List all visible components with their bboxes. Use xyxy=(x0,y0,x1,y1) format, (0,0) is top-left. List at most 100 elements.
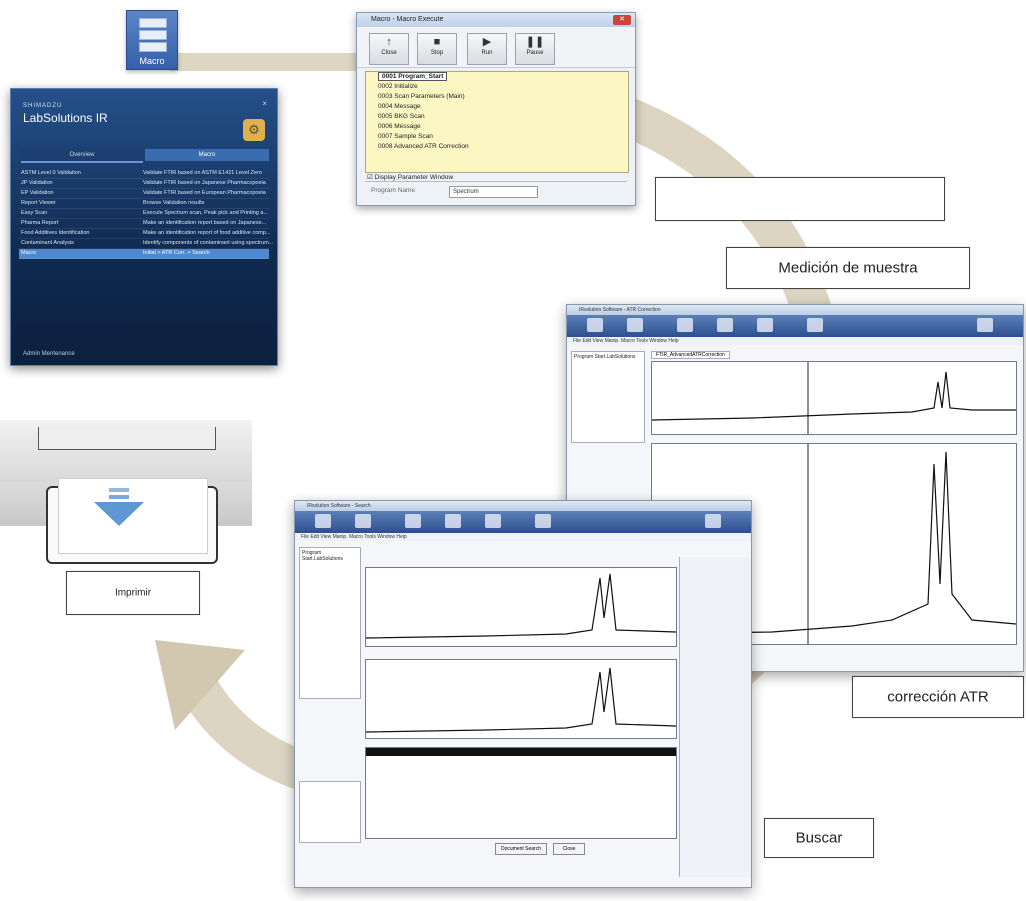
buscar-text: Buscar xyxy=(795,829,843,847)
row-name: ASTM Level 0 Validation xyxy=(21,170,81,176)
table-row[interactable]: Report Viewer Browse Validation results xyxy=(19,199,269,209)
tab-overview[interactable]: Overview xyxy=(21,149,143,163)
program-tree[interactable]: Program Start.LabSolutions xyxy=(571,351,645,443)
spectrum-plot-upper xyxy=(651,361,1017,435)
blank-label-box xyxy=(655,177,945,221)
label-buscar: Buscar xyxy=(764,818,874,858)
row-name: Report Viewer xyxy=(21,200,56,206)
close-button-label: Close xyxy=(381,50,397,56)
spectrum-trace xyxy=(651,444,1017,644)
row-desc: Initial > ATR Corr. > Search xyxy=(143,250,210,256)
close-icon[interactable]: × xyxy=(262,99,267,108)
ribbon-toolbar xyxy=(567,315,1023,337)
table-row[interactable]: Easy Scan Execute Spectrum scan, Peak pic… xyxy=(19,209,269,219)
search-plot-lower xyxy=(365,659,677,739)
run-button-label: Run xyxy=(481,50,493,56)
stop-button-label: Stop xyxy=(430,50,444,56)
search-results-table[interactable] xyxy=(365,747,677,839)
table-row[interactable]: EP Validation Validate FTIR based on Euro… xyxy=(19,189,269,199)
admin-maintenance-link[interactable]: Admin Mentenance xyxy=(23,351,75,357)
window-title: IRsolution Software - Search xyxy=(295,501,751,511)
row-name: Pharma Report xyxy=(21,220,59,226)
label-atr: corrección ATR xyxy=(852,676,1024,718)
table-row[interactable]: ASTM Level 0 Validation Validate FTIR bas… xyxy=(19,169,269,179)
atr-correction-window: IRsolution Software - ATR Correction Fil… xyxy=(566,304,1024,672)
tree-root: Program Start.LabSolutions xyxy=(302,550,343,562)
pause-icon: ❚❚ xyxy=(525,36,545,48)
list-item[interactable]: 0004 Message xyxy=(378,103,421,110)
settings-icon[interactable]: ⚙ xyxy=(243,119,265,141)
search-window: IRsolution Software - Search File Edit V… xyxy=(294,500,752,888)
list-item[interactable]: 0002 Initialize xyxy=(378,83,418,90)
stop-icon: ■ xyxy=(433,36,441,48)
row-desc: Validate FTIR based on ASTM E1421 Level … xyxy=(143,170,262,176)
row-desc: Identify components of contaminant using… xyxy=(143,240,274,246)
ribbon-toolbar xyxy=(295,511,751,533)
table-row[interactable]: Food Additives Identification Make an ide… xyxy=(19,229,271,239)
search-settings-sidebar[interactable] xyxy=(679,557,751,877)
macro-icon-label: Macro xyxy=(139,56,165,66)
window-title: IRsolution Software - ATR Correction xyxy=(567,305,1023,315)
table-row[interactable]: Pharma Report Make an identification repo… xyxy=(19,219,269,229)
print-arrow-icon xyxy=(94,488,144,526)
row-desc: Make an identification report of food ad… xyxy=(143,230,271,236)
parameter-area: Program Name Spectrum xyxy=(365,181,627,202)
close-button[interactable]: ↑ Close xyxy=(369,33,409,65)
table-row-selected[interactable] xyxy=(366,748,676,756)
table-row[interactable]: Contaminant Analysis Identify components … xyxy=(19,239,273,249)
document-search-button[interactable]: Document Search xyxy=(495,843,547,855)
menu-bar[interactable]: File Edit View Manip. Macro Tools Window… xyxy=(567,337,1023,345)
list-item[interactable]: 0001 Program_Start xyxy=(366,72,628,82)
row-desc: Browse Validation results xyxy=(143,200,205,206)
dialog-title-text: Macro - Macro Execute xyxy=(371,16,444,23)
spectrum-trace xyxy=(651,362,1016,434)
close-button[interactable]: Close xyxy=(553,843,585,855)
spectrum-trace xyxy=(365,667,677,733)
tab-macro[interactable]: Macro xyxy=(145,149,269,161)
dialog-title: Macro - Macro Execute ✕ xyxy=(357,13,635,27)
dialog-toolbar: ↑ Close ■ Stop ▶ Run ❚❚ Pause xyxy=(357,27,635,68)
tab-atr-correction[interactable]: FTIR_AdvancedATRCorrection xyxy=(651,351,730,359)
row-name: EP Validation xyxy=(21,190,54,196)
menu-bar[interactable]: File Edit View Manip. Macro Tools Window… xyxy=(295,533,751,541)
pause-button-label: Pause xyxy=(526,50,544,56)
list-item[interactable]: 0003 Scan Parameters (Main) xyxy=(378,93,465,100)
list-item[interactable]: 0005 BKG Scan xyxy=(378,113,425,120)
row-name: Easy Scan xyxy=(21,210,48,216)
printed-paper xyxy=(58,478,208,554)
labsolutions-panel: SHIMADZU LabSolutions IR × ⚙ Overview Ma… xyxy=(10,88,278,366)
row-desc: Make an identification report based on J… xyxy=(143,220,267,226)
medicion-text: Medición de muestra xyxy=(778,259,918,277)
program-name-label: Program Name xyxy=(371,187,416,194)
macro-execute-dialog: Macro - Macro Execute ✕ ↑ Close ■ Stop ▶… xyxy=(356,12,636,206)
macro-step-list[interactable]: 0001 Program_Start 0002 Initialize 0003 … xyxy=(365,71,629,173)
step-label: 0001 Program_Start xyxy=(378,72,448,81)
run-button[interactable]: ▶ Run xyxy=(467,33,507,65)
search-plot-upper xyxy=(365,567,677,647)
list-item[interactable]: 0007 Sample Scan xyxy=(378,133,433,140)
close-icon[interactable]: ✕ xyxy=(613,15,631,25)
stop-button[interactable]: ■ Stop xyxy=(417,33,457,65)
row-desc: Execute Spectrum scan, Peak pick and Pri… xyxy=(143,210,269,216)
display-parameter-checkbox[interactable]: ☑ Display Parameter Window xyxy=(367,174,454,181)
list-item[interactable]: 0008 Advanced ATR Correction xyxy=(378,143,469,150)
program-tree[interactable]: Program Start.LabSolutions xyxy=(299,547,361,699)
list-item[interactable]: 0006 Message xyxy=(378,123,421,130)
row-desc: Validate FTIR based on European Pharmaco… xyxy=(143,190,266,196)
checkbox-label: Display Parameter Window xyxy=(374,174,454,181)
arrow-up-icon: ↑ xyxy=(386,36,392,48)
row-desc: Validate FTIR based on Japanese Pharmaco… xyxy=(143,180,266,186)
brand-logo: SHIMADZU xyxy=(23,103,63,109)
imprimir-text: Imprimir xyxy=(114,587,152,599)
row-name: Contaminant Analysis xyxy=(21,240,74,246)
macro-icon[interactable]: Macro xyxy=(126,10,178,70)
row-name: Food Additives Identification xyxy=(21,230,90,236)
label-imprimir: Imprimir xyxy=(66,571,200,615)
printer-slot xyxy=(38,427,216,450)
program-name-select[interactable]: Spectrum xyxy=(449,186,538,198)
spectrum-trace xyxy=(365,573,677,639)
atr-text: corrección ATR xyxy=(887,688,989,706)
pause-button[interactable]: ❚❚ Pause xyxy=(515,33,555,65)
